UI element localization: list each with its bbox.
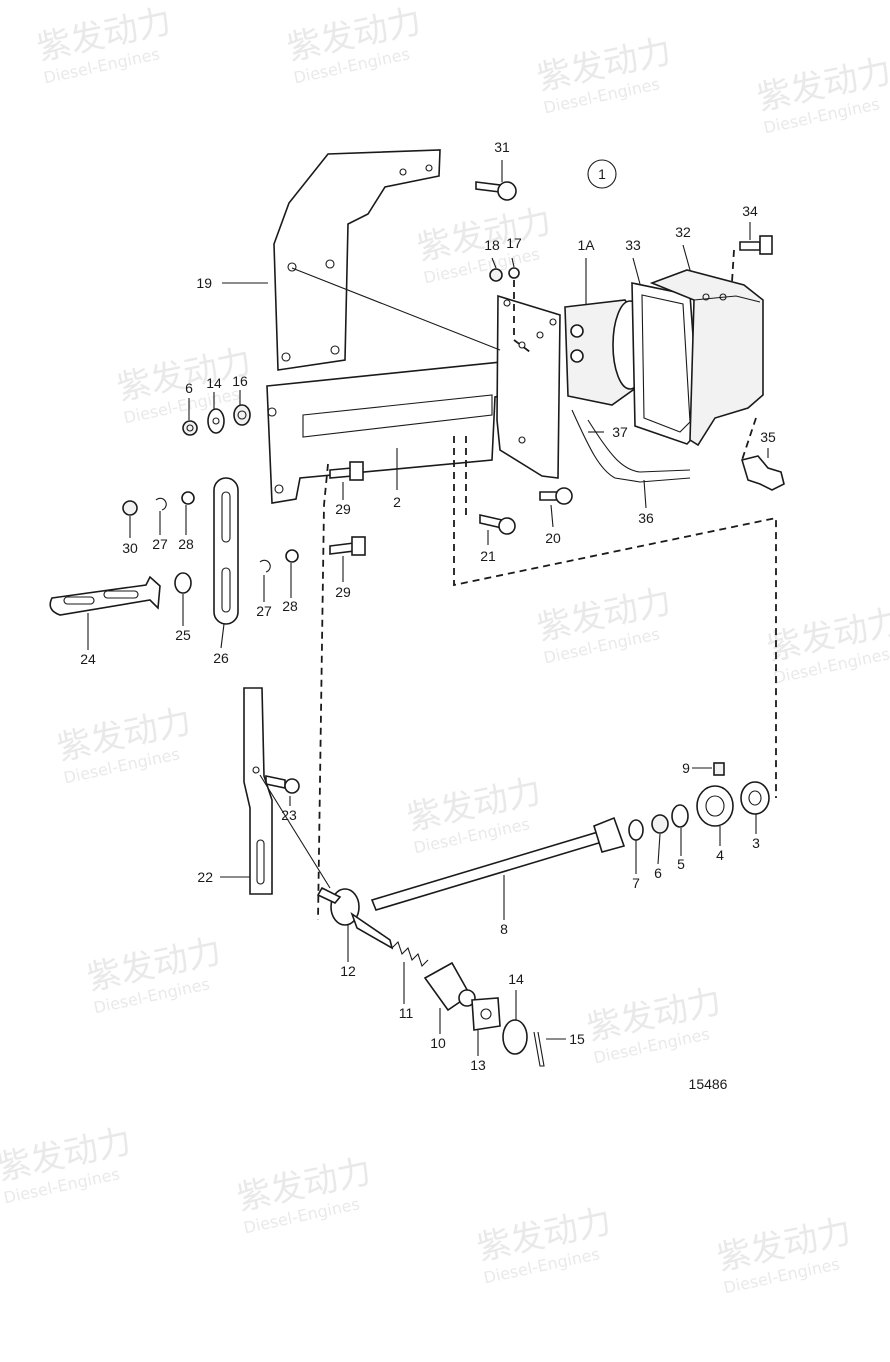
callout-8: 8 <box>500 921 508 937</box>
clip-13 <box>471 997 501 1031</box>
callout-29-lower: 29 <box>335 584 351 600</box>
callout-24: 24 <box>80 651 96 667</box>
callout-21: 21 <box>480 548 496 564</box>
callout-34: 34 <box>742 203 758 219</box>
diagram-number-label: 1 <box>598 166 606 182</box>
washer-28-upper <box>181 491 195 505</box>
callout-27-lower: 27 <box>256 603 272 619</box>
callout-5: 5 <box>677 856 685 872</box>
clip-27-lower <box>259 559 271 573</box>
drawing-number: 15486 <box>689 1076 728 1092</box>
callout-28-lower: 28 <box>282 598 298 614</box>
housing-4 <box>696 785 734 827</box>
washer-5 <box>671 804 689 828</box>
assembly-line-right <box>453 436 777 798</box>
assembly-line-left <box>317 463 329 921</box>
callout-10: 10 <box>430 1035 446 1051</box>
callout-32: 32 <box>675 224 691 240</box>
callout-27-upper: 27 <box>152 536 168 552</box>
callout-2: 2 <box>393 494 401 510</box>
callout-9: 9 <box>682 760 690 776</box>
bolt-23 <box>265 775 300 794</box>
callout-36: 36 <box>638 510 654 526</box>
leader-lines <box>87 160 769 1056</box>
callout-15: 15 <box>569 1031 585 1047</box>
spacer-16 <box>233 404 251 426</box>
washer-14-upper <box>207 408 225 434</box>
callout-28-upper: 28 <box>178 536 194 552</box>
callout-20: 20 <box>545 530 561 546</box>
callout-7: 7 <box>632 875 640 891</box>
nut-3 <box>740 781 770 815</box>
callout-16: 16 <box>232 373 248 389</box>
callout-25: 25 <box>175 627 191 643</box>
bolt-29-upper <box>329 461 364 481</box>
o-ring-7 <box>628 819 644 841</box>
assembly-line-plug <box>741 417 757 461</box>
clip-27-upper <box>155 497 167 511</box>
mounting-plate <box>273 149 441 371</box>
callout-4: 4 <box>716 847 724 863</box>
callout-23: 23 <box>281 807 297 823</box>
diagram-number-circle <box>587 159 617 189</box>
bolt-34 <box>739 235 773 255</box>
cable-harness <box>571 409 691 483</box>
spacer-25 <box>174 572 192 594</box>
callout-29-upper: 29 <box>335 501 351 517</box>
shaft <box>370 816 626 911</box>
spring <box>391 940 429 968</box>
bolt-31 <box>475 181 517 201</box>
actuator-cover <box>649 269 764 447</box>
assembly-line-washer <box>513 280 531 353</box>
callout-3: 3 <box>752 835 760 851</box>
set-screw-9 <box>713 762 725 776</box>
callout-12: 12 <box>340 963 356 979</box>
bolt-29-lower <box>329 536 366 556</box>
callout-19: 19 <box>196 275 212 291</box>
washer-17 <box>508 267 520 279</box>
callout-30: 30 <box>122 540 138 556</box>
callout-31: 31 <box>494 139 510 155</box>
callout-13: 13 <box>470 1057 486 1073</box>
split-pin <box>533 1031 545 1067</box>
callout-18: 18 <box>484 237 500 253</box>
callout-26: 26 <box>213 650 229 666</box>
actuator-mounting-plate <box>496 294 561 479</box>
callout-14-lower: 14 <box>508 971 524 987</box>
callout-14-upper: 14 <box>206 375 222 391</box>
cable-harness-wire <box>587 419 691 473</box>
slotted-link <box>213 477 239 625</box>
callout-11: 11 <box>399 1005 414 1021</box>
nut-30 <box>122 500 138 516</box>
callout-1a: 1A <box>577 237 595 253</box>
bolt-20 <box>539 487 573 505</box>
nut-6-lower <box>651 814 669 834</box>
nut-6-upper <box>182 420 198 436</box>
callout-6-upper: 6 <box>185 380 193 396</box>
connector-plug <box>740 455 785 491</box>
callout-6-lower: 6 <box>654 865 662 881</box>
callout-33: 33 <box>625 237 641 253</box>
nut-18 <box>489 268 503 282</box>
callout-22: 22 <box>197 869 213 885</box>
control-lever <box>243 687 273 895</box>
assembly-line-bolt-34 <box>731 249 735 283</box>
callout-17: 17 <box>506 235 522 251</box>
washer-28-lower <box>285 549 299 563</box>
sleeve <box>423 961 476 1012</box>
washer-14-lower <box>502 1019 528 1055</box>
callout-37: 37 <box>612 424 628 440</box>
bolt-21 <box>479 513 516 535</box>
callout-35: 35 <box>760 429 776 445</box>
slotted-bracket <box>49 575 161 616</box>
